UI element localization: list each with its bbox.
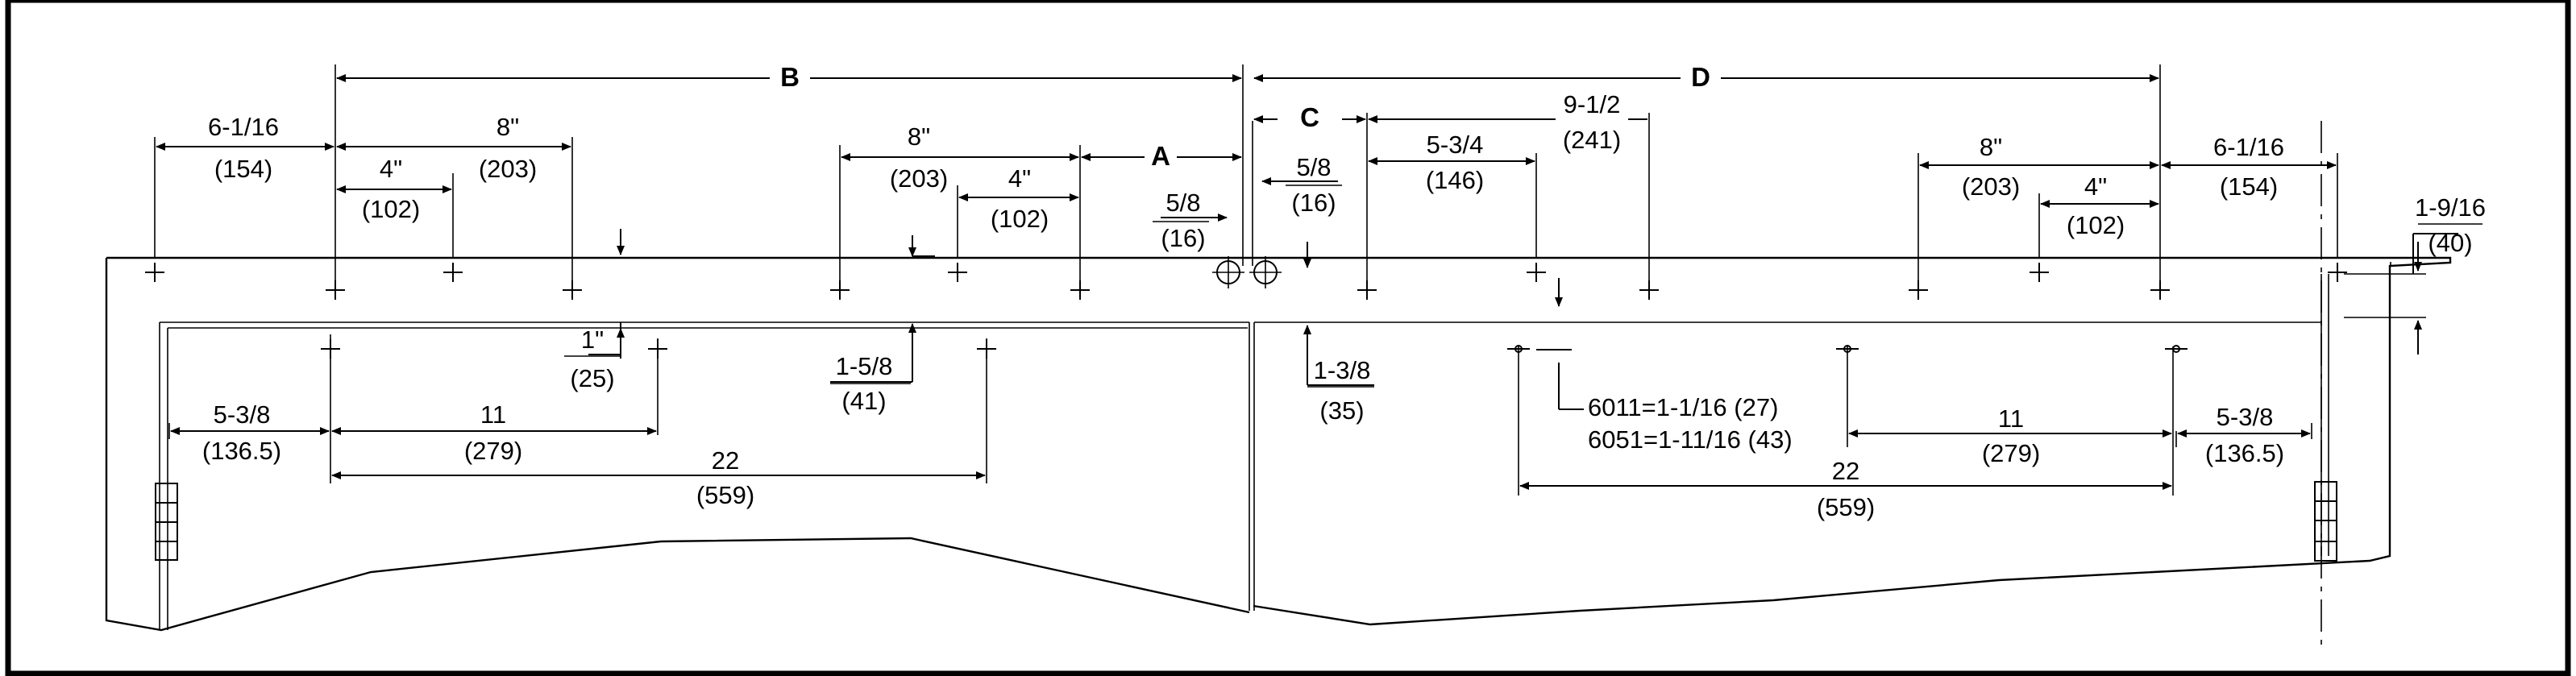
hinge-left [155, 483, 178, 561]
dim-label: 5/8 [1165, 189, 1200, 217]
dim-label: (16) [1291, 189, 1336, 217]
hole-mark [321, 339, 340, 359]
dim-label: 5-3/8 [2217, 403, 2274, 431]
dim-label: (559) [1817, 493, 1875, 521]
dim-label: (41) [841, 387, 886, 415]
dim-label: 5-3/8 [214, 400, 271, 429]
dim-label: 5/8 [1296, 153, 1331, 181]
dim-label: 1-3/8 [1314, 356, 1371, 384]
dimension-A: A [1151, 141, 1170, 171]
dim-label: 4" [1008, 164, 1031, 193]
hole-mark [648, 339, 667, 359]
dimension-lines [156, 74, 2458, 490]
hinge-right [2314, 481, 2337, 562]
mounting-holes [145, 263, 2347, 359]
hole-mark [1070, 280, 1090, 300]
dimension-B: B [780, 62, 800, 92]
pivot-circle-left [1212, 256, 1244, 288]
dim-label: (102) [991, 205, 1049, 233]
hole-mark [2030, 263, 2049, 282]
hole-mark [1909, 280, 1928, 300]
dim-label: (154) [214, 155, 272, 183]
dim-label: 6011=1-1/16 (27) [1588, 393, 1778, 421]
dim-label: (136.5) [202, 437, 281, 465]
dim-label: (559) [696, 481, 754, 509]
dim-label: 4" [380, 155, 402, 183]
dim-label: 1-9/16 [2415, 193, 2486, 222]
dim-label: 6-1/16 [2213, 133, 2284, 161]
hole-mark [145, 263, 164, 282]
dim-label: (279) [464, 437, 522, 465]
dimension-labels: B D A C 6-1/16 (154) 8" (203) 4" (102) 8… [202, 62, 2486, 521]
hole-mark [977, 339, 996, 359]
hole-mark [2328, 263, 2347, 282]
dim-label: (35) [1319, 396, 1364, 425]
hole-mark-small [1836, 345, 1859, 353]
dim-label: (102) [2067, 211, 2125, 239]
dim-label: (203) [1962, 172, 2020, 201]
label-underlines [564, 185, 2483, 388]
dim-label: 9-1/2 [1564, 90, 1621, 118]
dim-label: 1-5/8 [836, 352, 893, 380]
dim-label: (241) [1563, 126, 1621, 154]
hole-mark [443, 263, 463, 282]
dim-label: 6-1/16 [208, 113, 279, 141]
dim-label: (146) [1426, 166, 1484, 194]
hole-mark-small [2165, 345, 2188, 353]
dim-label: (25) [570, 364, 614, 392]
dimension-D: D [1691, 62, 1710, 92]
dim-label: (279) [1982, 439, 2040, 467]
dim-label: 8" [908, 122, 930, 151]
hole-mark [1639, 280, 1659, 300]
hole-mark [563, 280, 582, 300]
dim-label: (154) [2220, 172, 2278, 201]
hole-mark [326, 280, 345, 300]
hole-mark [1527, 263, 1546, 282]
dim-label: 5-3/4 [1427, 131, 1484, 159]
hole-mark [1357, 280, 1377, 300]
dim-label: (16) [1161, 224, 1205, 252]
dim-label: 8" [1980, 133, 2002, 161]
frame-outline [105, 256, 2452, 632]
dim-label: 22 [712, 446, 739, 475]
dim-label: (102) [362, 195, 420, 223]
hole-mark-small [1507, 345, 1530, 353]
pivot-circle-right [1249, 256, 1282, 288]
dim-label: (136.5) [2205, 439, 2284, 467]
dim-label: 6051=1-11/16 (43) [1588, 425, 1793, 454]
drawing-frame [5, 0, 2571, 676]
dim-label: (40) [2428, 229, 2472, 257]
hole-mark [830, 280, 850, 300]
dim-label: 22 [1832, 457, 1859, 485]
dimension-C: C [1300, 102, 1319, 132]
dim-label: 11 [480, 400, 506, 429]
extension-lines [154, 64, 2426, 496]
hole-mark [948, 263, 967, 282]
dim-label: (203) [890, 164, 948, 193]
dim-label: 1" [581, 326, 604, 354]
dim-label: 11 [1998, 404, 2024, 433]
dim-label: 4" [2084, 172, 2107, 201]
dim-label: (203) [479, 155, 537, 183]
dim-label: 8" [497, 113, 519, 141]
hole-mark [2150, 280, 2170, 300]
